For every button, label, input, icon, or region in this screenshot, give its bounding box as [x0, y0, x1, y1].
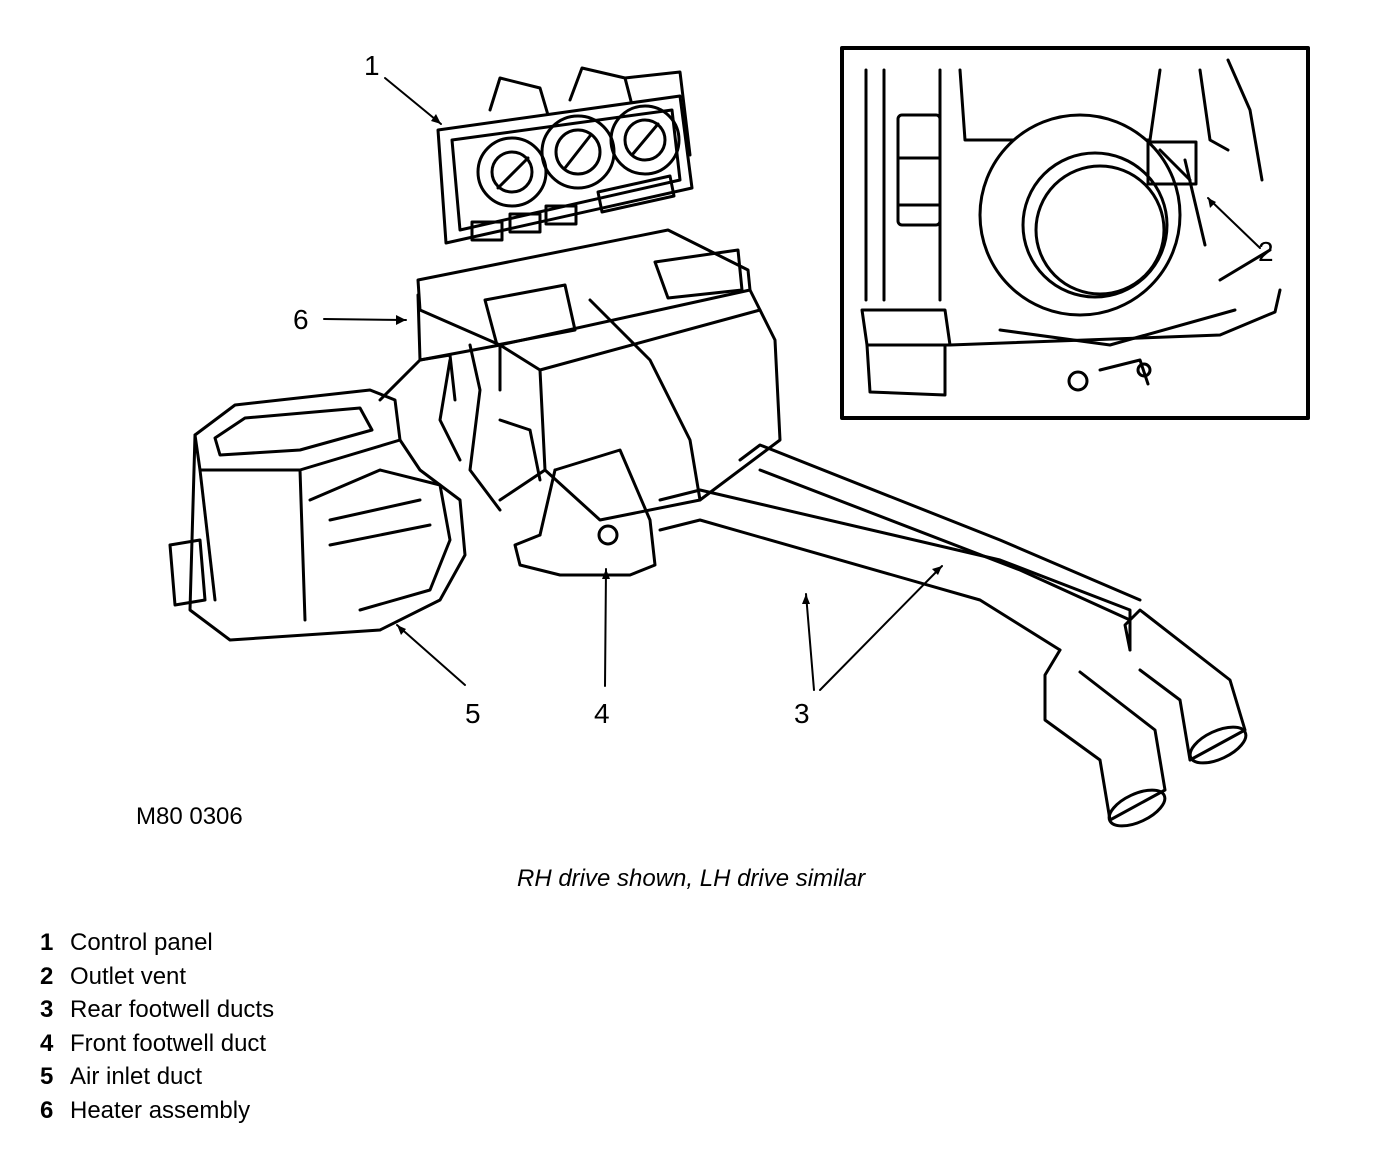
callout-4: 4 [594, 698, 610, 729]
legend-item: 5 Air inlet duct [40, 1060, 274, 1094]
legend-number: 1 [40, 929, 54, 956]
vehicle-rear-inset [840, 46, 1310, 420]
air-inlet-duct-drawing [168, 353, 467, 642]
callout-arrowheads [396, 114, 1216, 635]
legend-number: 5 [40, 1063, 54, 1090]
legend-number: 6 [40, 1096, 54, 1124]
heater-assembly-drawing [416, 228, 782, 522]
legend-label: Front footwell duct [70, 1029, 267, 1057]
callout-6: 6 [293, 304, 309, 335]
figure-caption: RH drive shown, LH drive similar [517, 865, 866, 892]
rear-footwell-ducts-drawing [658, 443, 1248, 828]
callout-1: 1 [364, 50, 380, 81]
legend-item: 2 Outlet vent [40, 960, 274, 994]
legend-label: Control panel [70, 929, 213, 956]
legend-label: Heater assembly [70, 1096, 251, 1124]
callout-3: 3 [794, 698, 810, 729]
legend-item: 1 Control panel [40, 926, 274, 960]
legend-number: 4 [40, 1029, 54, 1057]
callout-2: 2 [1258, 236, 1274, 267]
figure-reference: M80 0306 [136, 803, 243, 830]
legend-number: 2 [40, 962, 54, 990]
legend-number: 3 [40, 996, 54, 1023]
legend-label: Air inlet duct [70, 1063, 203, 1090]
front-footwell-duct-drawing [513, 448, 657, 577]
control-panel-drawing [436, 66, 694, 245]
legend-list: 1 Control panel 2 Outlet vent 3 Rear footwe… [40, 926, 274, 1127]
legend-item: 6 Heater assembly [40, 1094, 274, 1128]
legend-label: Outlet vent [70, 962, 187, 990]
legend-item: 3 Rear footwell ducts [40, 993, 274, 1027]
callout-leader-lines [323, 77, 1261, 691]
callout-5: 5 [465, 698, 481, 729]
legend-label: Rear footwell ducts [70, 996, 275, 1023]
legend-item: 4 Front footwell duct [40, 1027, 274, 1061]
